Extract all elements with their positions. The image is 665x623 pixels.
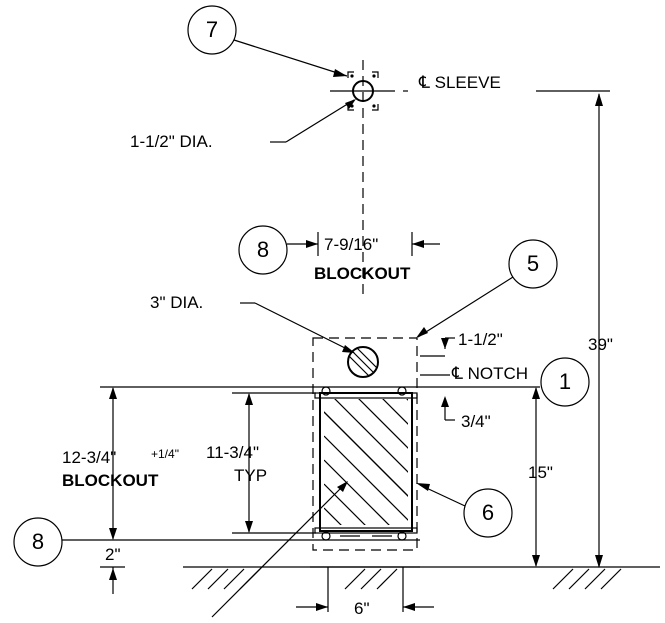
dim-post-width: 6" [296,567,434,618]
dim-blockout-height: 12-3/4" +1/4" BLOCKOUT [62,387,179,540]
callout-8-top: 8 [238,225,318,275]
ground [183,566,660,590]
callout-1: 1 [540,357,590,407]
post-width-label: 6" [354,599,370,618]
dim-notch-offset: 1-1/2" [420,330,503,376]
callout-7: 7 [187,5,348,77]
blockout-outline [312,337,418,551]
dim-post-height: 11-3/4" TYP [206,392,316,534]
hole-dia-label: 3" DIA. [150,293,203,312]
post [314,386,418,541]
blockout-height-label: 12-3/4" [62,448,116,467]
sleeve-centerline: ℄ SLEEVE [403,73,610,92]
callout-8-top-number: 8 [257,237,269,262]
callout-1-number: 1 [559,369,571,394]
cl-sleeve-label: ℄ SLEEVE [418,73,501,92]
hatch-leader [211,482,347,618]
callout-8-bottom-number: 8 [32,529,44,554]
callout-8-bottom: 8 [13,517,100,567]
blockout-left-label: BLOCKOUT [62,471,159,490]
cl-notch-label: ℄ NOTCH [451,364,528,383]
blockout-width-label: 7-9/16" [324,235,378,254]
notch-offset-label: 1-1/2" [458,330,503,349]
callout-7-number: 7 [206,17,218,42]
dim-blockout-width: 7-9/16" BLOCKOUT [314,232,440,283]
notch-height-label: 15" [528,463,553,482]
callout-6: 6 [416,483,513,538]
blockout-tol-label: +1/4" [151,447,179,461]
dim-notch-bottom: 3/4" [441,396,491,431]
hole-3in [347,346,379,378]
typ-label: TYP [234,466,267,485]
hole-dia-note: 3" DIA. [150,293,355,353]
dim-15: 15" [528,387,553,567]
callout-6-number: 6 [482,500,494,525]
overall-height-label: 39" [588,335,613,354]
notch-bottom-label: 3/4" [461,412,491,431]
callout-5-number: 5 [527,251,539,276]
hatch-leader-arrow [337,481,348,492]
base-label: 2" [105,545,121,564]
dim-39: 39" [588,93,613,568]
dim-base: 2" [100,545,125,594]
post-height-label: 11-3/4" [206,443,259,462]
sleeve-dia-note: 1-1/2" DIA. [130,99,356,151]
blockout-top-label: BLOCKOUT [314,264,411,283]
notch-label: ℄ NOTCH [451,364,528,383]
callout-5: 5 [416,239,558,338]
sleeve-dia-label: 1-1/2" DIA. [130,132,213,151]
